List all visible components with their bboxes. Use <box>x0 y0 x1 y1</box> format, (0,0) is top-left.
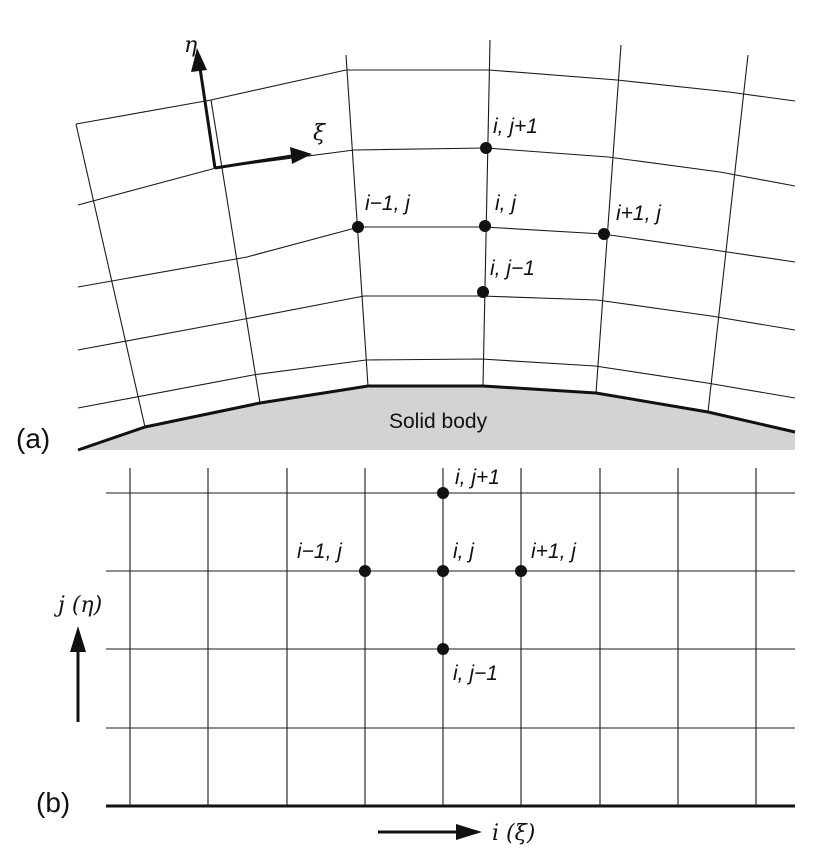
eta-arrowhead <box>191 48 207 72</box>
xi-line-6 <box>707 54 749 413</box>
panel-a-label: (a) <box>16 423 50 454</box>
node-b-right <box>515 565 527 577</box>
j-axis-label: j (η) <box>53 593 102 618</box>
node-a-center-label: i, j <box>495 192 517 215</box>
xi-line-2 <box>210 99 261 404</box>
node-b-up-label: i, j+1 <box>455 466 500 489</box>
eta-line-3 <box>77 226 796 288</box>
node-a-down-label: i, j−1 <box>490 257 535 280</box>
eta-line-5 <box>75 69 796 125</box>
panel-b: i, j+1 i−1, j i, j i+1, j i, j−1 j (η) i… <box>36 466 795 846</box>
xi-line-5 <box>595 44 622 394</box>
xi-arrowhead <box>290 147 312 164</box>
solid-body-surface <box>77 384 796 452</box>
node-b-center-label: i, j <box>453 540 475 563</box>
node-b-up <box>437 487 449 499</box>
solid-body-region <box>78 386 795 450</box>
xi-line-3 <box>345 54 369 387</box>
i-axis-label: i (ξ) <box>492 821 535 846</box>
xi-line-1 <box>75 123 146 428</box>
node-b-right-label: i+1, j <box>531 540 577 563</box>
eta-axis-label: η <box>184 33 197 58</box>
node-b-center <box>437 565 449 577</box>
eta-line-1 <box>77 358 796 409</box>
solid-body-label: Solid body <box>389 410 488 433</box>
eta-line-4 <box>77 147 796 206</box>
xi-axis-arrow <box>214 154 293 170</box>
eta-line-2 <box>77 295 796 351</box>
node-a-right <box>598 228 610 240</box>
node-a-left <box>352 221 364 233</box>
panel-b-label: (b) <box>36 787 70 818</box>
node-a-right-label: i+1, j <box>616 202 662 225</box>
panel-a: η ξ i, j+1 i−1, j i, j i+1, j i, j−1 Sol… <box>16 33 796 454</box>
node-b-down-label: i, j−1 <box>453 662 498 685</box>
node-b-left <box>359 565 371 577</box>
node-a-down <box>477 286 489 298</box>
node-a-center <box>479 220 491 232</box>
node-a-left-label: i−1, j <box>365 192 411 215</box>
i-arrowhead <box>456 824 482 840</box>
node-b-left-label: i−1, j <box>297 540 343 563</box>
node-a-up <box>480 142 492 154</box>
node-a-up-label: i, j+1 <box>493 115 538 138</box>
xi-line-4 <box>482 39 491 387</box>
j-arrowhead <box>70 626 86 652</box>
xi-axis-label: ξ <box>313 121 327 146</box>
node-b-down <box>437 643 449 655</box>
eta-axis-arrow <box>198 67 217 169</box>
